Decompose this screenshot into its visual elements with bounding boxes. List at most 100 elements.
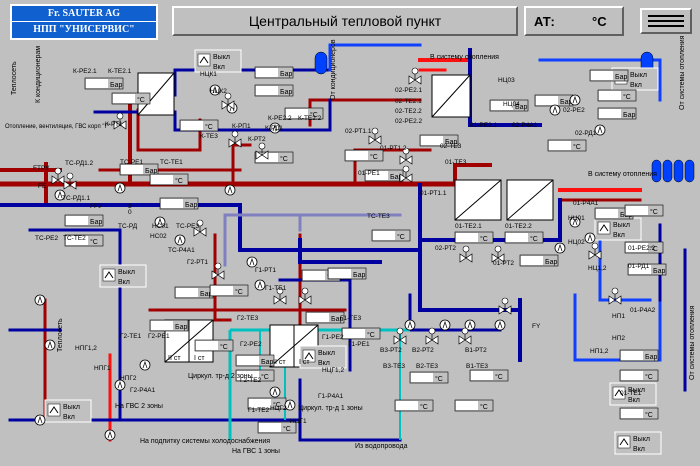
readout-2: °C [111, 92, 151, 105]
tag-fy: FY [532, 323, 541, 330]
control-valve-6[interactable] [368, 127, 382, 145]
tag-pe-01-1: 01-РЕ1 [358, 170, 380, 177]
tag-g2-te2: Г2-ТЕ2 [240, 377, 262, 384]
readout-unit: Бар [200, 291, 212, 298]
tag-p4a2-01: 01-Р4А2 [630, 307, 656, 314]
readout-20: °C [235, 369, 275, 382]
readout-3: Бар [254, 66, 294, 79]
pump-28[interactable] [224, 184, 236, 196]
control-valve-9[interactable] [211, 262, 225, 280]
tag-rt-02-2: 02-РТ2 [435, 245, 456, 252]
pump-10[interactable] [114, 379, 126, 391]
control-valve-10[interactable] [298, 287, 312, 305]
pump-21[interactable] [464, 319, 476, 331]
pump-14[interactable] [569, 94, 581, 106]
readout-unit: °C [645, 411, 653, 419]
logo: Fr. SAUTER AG НПП "УНИСЕРВИС" [10, 4, 158, 40]
switch-panels[interactable]: ВыклВклВыклВклВыклВклВыклВклВыклВклВыклВ… [44, 49, 662, 455]
tag-tc-rd: ТС-РД [118, 223, 138, 230]
pump-26[interactable] [44, 339, 56, 351]
pump-25[interactable] [34, 294, 46, 306]
readout-unit: Бар [390, 174, 402, 181]
pump-22[interactable] [494, 319, 506, 331]
control-valve-3[interactable] [255, 142, 269, 160]
tag-p4a1-01: 01-Р4А1 [573, 200, 599, 207]
control-valve-20[interactable] [458, 327, 472, 345]
readout-unit: Бар [145, 168, 157, 175]
readout-45: °C [394, 399, 434, 412]
pump-11[interactable] [269, 386, 281, 398]
tag-g1-rt1: Г1-РТ1 [255, 267, 276, 274]
pump-27[interactable] [54, 189, 66, 201]
pump-3[interactable] [269, 122, 281, 134]
pump-1[interactable] [209, 84, 221, 96]
control-valve-4[interactable] [399, 147, 413, 165]
label-circ-1: Циркул. тр-д 1 зоны [298, 405, 363, 412]
control-valve-18[interactable] [393, 327, 407, 345]
tag-k-te21: К-ТЕ2.1 [108, 68, 132, 75]
pump-17[interactable] [584, 232, 596, 244]
readout-unit: °C [530, 235, 538, 243]
pump-20[interactable] [439, 319, 451, 331]
switch-on-label: Вкл [213, 64, 225, 71]
control-valve-8[interactable] [491, 245, 505, 263]
control-valve-22[interactable] [408, 67, 422, 85]
switch-off-label: Выкл [630, 72, 647, 79]
pump-7[interactable] [246, 256, 258, 268]
pump-9[interactable] [139, 359, 151, 371]
tag-pe-02-2: 02-РЕ2 [563, 107, 585, 114]
readout-36: Бар [534, 94, 574, 107]
control-valve-17[interactable] [221, 92, 235, 110]
pump-24[interactable] [104, 429, 116, 441]
pump-6[interactable] [174, 234, 186, 246]
tag-p4a1-02: 02-Р4А1 [512, 122, 538, 129]
tag-fe: FE [38, 183, 47, 190]
pump-16[interactable] [569, 216, 581, 228]
control-valve-21[interactable] [498, 297, 512, 315]
control-valve-1[interactable] [113, 112, 127, 130]
control-valve-16[interactable] [193, 219, 207, 237]
pump-5[interactable] [154, 216, 166, 228]
control-valve-7[interactable] [459, 245, 473, 263]
tag-tc-rd12: ТС-РД1.2 [65, 160, 94, 167]
pump-13[interactable] [549, 104, 561, 116]
pump-15[interactable] [594, 124, 606, 136]
label-teplovik-2: Теплосеть [57, 318, 64, 352]
tag-zero: 0 [128, 209, 132, 216]
control-valve-15[interactable] [63, 172, 77, 190]
control-valve-12[interactable] [588, 242, 602, 260]
menu-button[interactable] [640, 8, 692, 34]
tag-k-pe21: К-РЕ2.1 [73, 68, 97, 75]
tag-rd1-02: 02-РД1 [575, 130, 597, 137]
tag-tc-te3: ТС-ТЕ3 [367, 213, 390, 220]
readout-9: Бар [64, 214, 104, 227]
control-valve-19[interactable] [425, 327, 439, 345]
pump-19[interactable] [404, 319, 416, 331]
control-valve-11[interactable] [273, 287, 287, 305]
control-valve-2[interactable] [228, 130, 242, 148]
pump-18[interactable] [554, 242, 566, 254]
label-to-conditioners: К кондиционерам [35, 46, 42, 103]
valves[interactable] [51, 67, 622, 345]
pump-8[interactable] [254, 279, 266, 291]
control-valve-13[interactable] [608, 287, 622, 305]
readout-11: Бар [159, 197, 199, 210]
pumps[interactable] [34, 84, 606, 441]
control-valve-5[interactable] [399, 165, 413, 183]
tag-tc-pe3: ТС-РЕ3 [176, 223, 200, 230]
readout-unit: °C [480, 235, 488, 243]
pump-4[interactable] [114, 182, 126, 194]
pump-23[interactable] [34, 414, 46, 426]
control-valve-14[interactable] [51, 167, 65, 185]
pump-12[interactable] [284, 399, 296, 411]
readout-unit: °C [573, 143, 581, 151]
readout-22: °C [257, 421, 297, 434]
readout-38: Бар [489, 99, 529, 112]
